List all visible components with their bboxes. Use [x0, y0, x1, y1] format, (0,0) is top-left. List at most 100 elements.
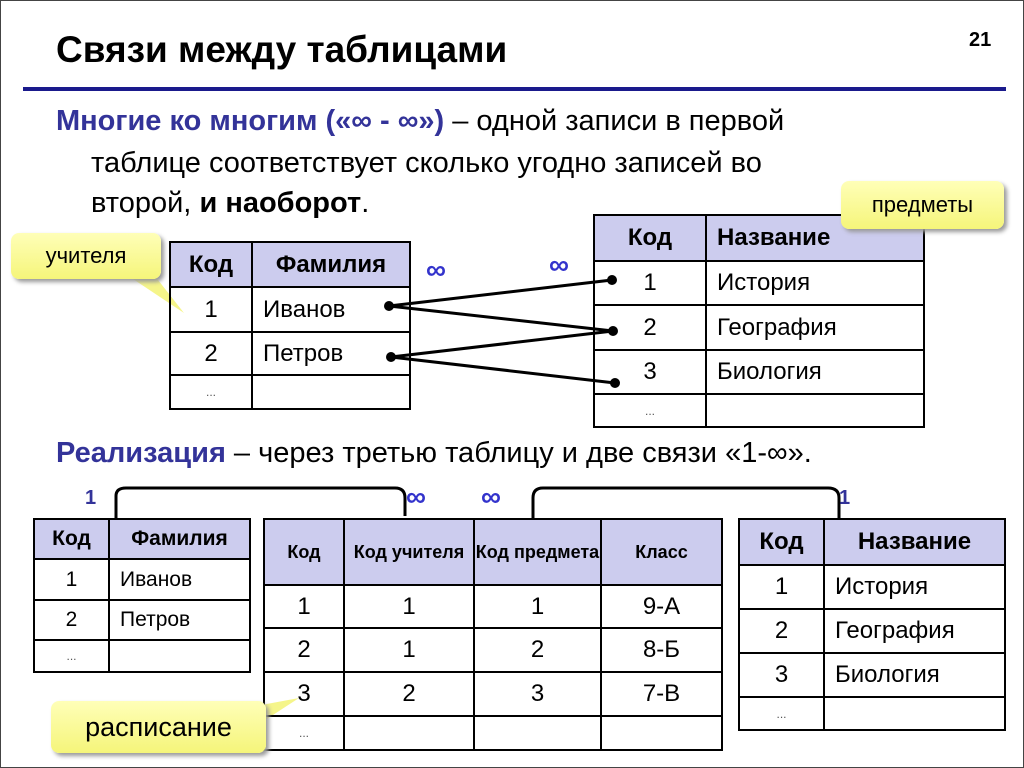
column-header: Код — [593, 214, 707, 262]
infinity-label: ∞ — [549, 249, 569, 280]
intro-text: – одной записи в первой — [444, 105, 785, 137]
table-row: ... — [593, 393, 925, 428]
cell: 1 — [169, 286, 253, 333]
cell: 1 — [343, 584, 475, 629]
callout-teachers: учителя — [11, 233, 161, 279]
column-header: Код предмета — [473, 518, 602, 586]
cell: История — [705, 260, 925, 306]
cell: 3 — [593, 349, 707, 395]
infinity-label: ∞ — [406, 481, 426, 512]
intro-emphasis: и наоборот — [199, 187, 362, 219]
cell: ... — [738, 696, 825, 731]
cell: 2 — [593, 304, 707, 351]
cell — [705, 393, 925, 428]
cell: 9-А — [600, 584, 723, 629]
table-row: ... — [738, 696, 1006, 731]
cell: Петров — [108, 599, 251, 641]
column-header: Код учителя — [343, 518, 475, 586]
cell: 8-Б — [600, 627, 723, 673]
cell: 1 — [343, 627, 475, 673]
cell: 2 — [738, 608, 825, 654]
cell: Иванов — [251, 286, 411, 333]
title-divider — [23, 87, 1006, 91]
intro-text: . — [361, 187, 370, 219]
cell: ... — [33, 639, 110, 673]
infinity-label: ∞ — [481, 481, 501, 512]
cell: 2 — [263, 627, 345, 673]
cell — [473, 715, 602, 751]
column-header: Название — [823, 518, 1006, 566]
cell: 2 — [473, 627, 602, 673]
page-number: 21 — [969, 29, 992, 51]
impl-text: – через третью таблицу и две связи «1-∞»… — [225, 437, 812, 469]
table-row: ... — [263, 715, 723, 751]
cell: 1 — [738, 564, 825, 610]
cell: Биология — [705, 349, 925, 395]
implementation-line: Реализация – через третью таблицу и две … — [56, 433, 812, 473]
cell: 1 — [33, 558, 110, 601]
one-label: 1 — [839, 487, 851, 509]
column-header: Код — [169, 241, 253, 288]
cell: Иванов — [108, 558, 251, 601]
cell: ... — [593, 393, 707, 428]
cell: 3 — [738, 652, 825, 698]
cell: 3 — [263, 671, 345, 717]
cell — [823, 696, 1006, 731]
cell: 1 — [593, 260, 707, 306]
table-row: ... — [169, 374, 411, 410]
cell: История — [823, 564, 1006, 610]
cell: Петров — [251, 331, 411, 376]
cell: 2 — [343, 671, 475, 717]
cell: 1 — [473, 584, 602, 629]
intro-term: Многие ко многим («∞ - ∞») — [56, 105, 445, 137]
callout-schedule: расписание — [51, 701, 266, 753]
column-header: Класс — [600, 518, 723, 586]
cell: 2 — [169, 331, 253, 376]
cell: 1 — [263, 584, 345, 629]
column-header: Фамилия — [251, 241, 411, 288]
column-header: Код — [263, 518, 345, 586]
intro-line-1: Многие ко многим («∞ - ∞») – одной запис… — [56, 101, 784, 141]
intro-line-2: таблице соответствует сколько угодно зап… — [91, 147, 762, 179]
cell — [108, 639, 251, 673]
slide-title: Связи между таблицами — [56, 29, 508, 70]
cell: 3 — [473, 671, 602, 717]
cell: География — [823, 608, 1006, 654]
callout-subjects: предметы — [841, 181, 1004, 229]
cell — [251, 374, 411, 410]
column-header: Код — [33, 518, 110, 560]
cell: 7-В — [600, 671, 723, 717]
intro-line-3: второй, и наоборот. — [91, 183, 369, 223]
impl-term: Реализация — [56, 437, 226, 469]
intro-text: второй, — [91, 187, 200, 219]
cell: География — [705, 304, 925, 351]
column-header: Код — [738, 518, 825, 566]
cell: ... — [263, 715, 345, 751]
table-row: ... — [33, 639, 251, 673]
cell — [343, 715, 475, 751]
cell: ... — [169, 374, 253, 410]
one-label: 1 — [85, 487, 97, 509]
column-header: Фамилия — [108, 518, 251, 560]
infinity-label: ∞ — [426, 254, 446, 285]
cell: 2 — [33, 599, 110, 641]
